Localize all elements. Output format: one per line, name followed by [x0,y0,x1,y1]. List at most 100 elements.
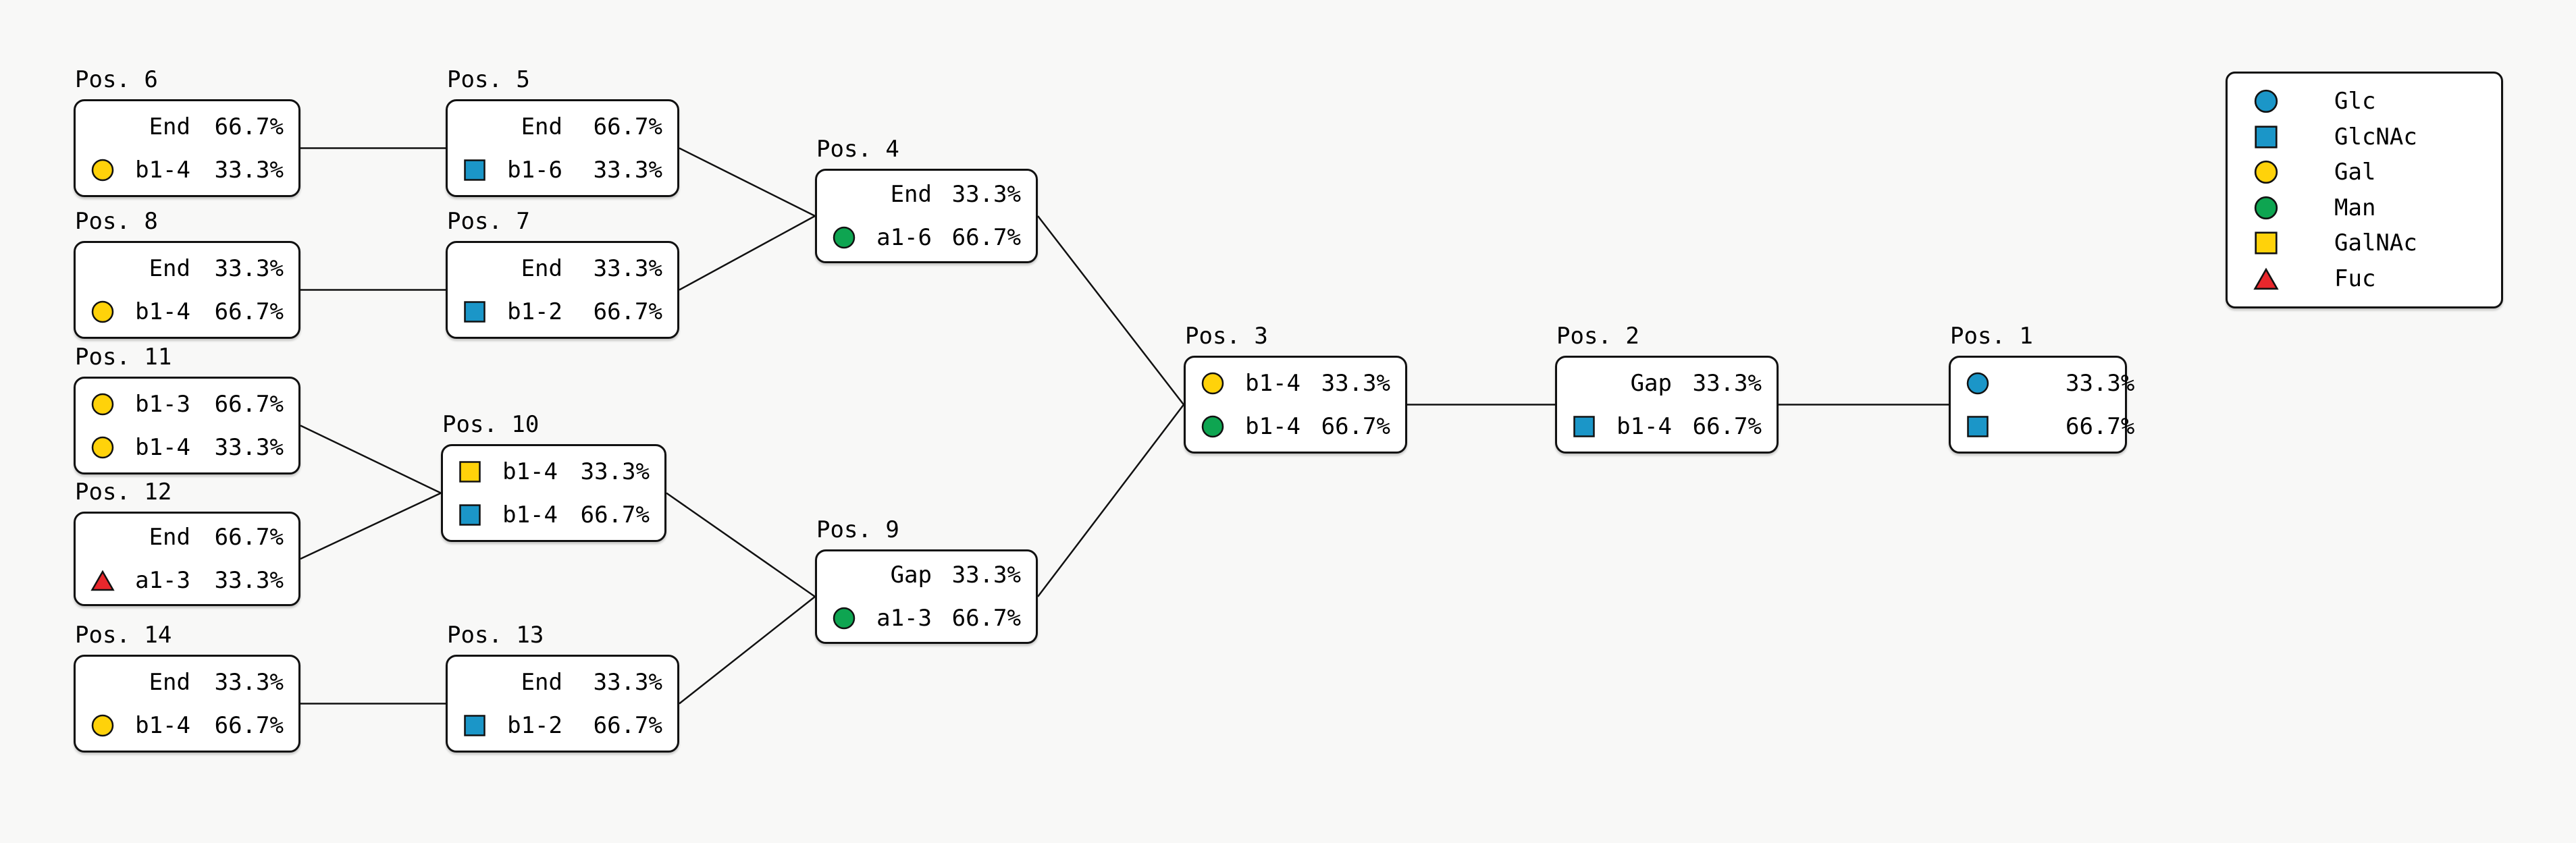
legend-label: Fuc [2334,265,2376,292]
percentage-label: 33.3% [951,562,1021,589]
percentage-label: 33.3% [593,254,662,282]
node-title-pos-14: Pos. 14 [75,622,172,649]
bond-label: End [521,113,562,140]
node-row: 66.7% [1966,409,2134,444]
glcnac-square-icon [1572,414,1596,439]
node-title-pos-8: Pos. 8 [75,208,158,235]
bond-label: b1-2 [507,711,562,739]
empty-icon-slot [832,563,856,587]
percentage-label: 66.7% [214,298,284,325]
legend-item-fuc: Fuc [2228,262,2501,296]
legend-label: Gal [2334,159,2376,186]
edge-line-pos13-pos9 [679,596,816,705]
bond-label: End [521,254,562,282]
bond-label: End [149,668,190,696]
man-circle-icon [832,225,856,250]
legend-item-glc: Glc [2228,84,2501,118]
percentage-label: 33.3% [214,433,284,461]
percentage-label: 66.7% [951,224,1021,251]
empty-icon-slot [463,670,487,695]
node-row: Gap 33.3% [1572,366,1762,401]
bond-label: b1-4 [135,711,190,739]
bond-label: Gap [890,562,932,589]
edge-line-pos10-pos9 [666,492,816,598]
percentage-label: 66.7% [214,524,284,551]
edge-line-pos7-pos4 [679,215,816,291]
glcnac-square-icon [1966,414,1990,439]
bond-label: End [521,668,562,696]
percentage-label: 33.3% [951,181,1021,208]
bond-label: b1-6 [507,156,562,184]
empty-icon-slot [832,182,856,207]
node-pos-1: 33.3%66.7% [1949,356,2134,454]
node-title-pos-12: Pos. 12 [75,479,172,506]
empty-icon-slot [90,525,115,549]
legend-label: Glc [2334,88,2376,115]
gal-circle-icon [90,713,115,738]
gal-circle-icon [1201,371,1225,396]
bond-label: a1-6 [876,224,932,251]
bond-label: b1-4 [502,458,558,485]
bond-label: b1-4 [1245,369,1300,397]
percentage-label: 33.3% [593,156,662,184]
legend-label: GlcNAc [2334,123,2417,151]
galnac-square-icon [458,460,482,484]
percentage-label: 33.3% [1321,369,1390,397]
bond-label: b1-2 [507,298,562,325]
edge-line-pos11-pos10 [300,425,442,494]
empty-icon-slot [90,670,115,695]
percentage-label: 66.7% [593,113,662,140]
node-row: b1-4 33.3% [1201,366,1390,401]
node-row: End 33.3% [463,251,662,286]
node-row: End 66.7% [463,109,662,144]
node-title-pos-5: Pos. 5 [447,66,530,93]
bond-label: Gap [1630,369,1672,397]
percentage-label: 33.3% [1692,369,1762,397]
node-row: a1-3 33.3% [90,563,284,598]
bond-label: a1-3 [135,567,190,594]
percentage-label: 66.7% [1692,412,1762,440]
node-title-pos-1: Pos. 1 [1950,323,2033,350]
legend-fuc-icon [2253,266,2279,292]
percentage-label: 33.3% [214,254,284,282]
percentage-label: 33.3% [214,567,284,594]
percentage-label: 33.3% [214,668,284,696]
percentage-label: 66.7% [214,390,284,418]
node-title-pos-7: Pos. 7 [447,208,530,235]
glc-circle-icon [1966,371,1990,396]
percentage-label: 66.7% [214,113,284,140]
legend-man-icon [2253,195,2279,221]
bond-label: a1-3 [876,605,932,632]
node-row: End 33.3% [90,665,284,700]
legend-item-gal: Gal [2228,155,2501,189]
node-title-pos-10: Pos. 10 [442,411,540,438]
legend-gal-icon [2253,159,2279,185]
gal-circle-icon [90,158,115,182]
legend-galnac-icon [2253,230,2279,256]
legend-item-galnac: GalNAc [2228,226,2501,260]
node-title-pos-2: Pos. 2 [1556,323,1639,350]
empty-icon-slot [90,256,115,281]
bond-label: b1-4 [1245,412,1300,440]
glcnac-square-icon [463,713,487,738]
glcnac-square-icon [458,503,482,527]
glcnac-square-icon [463,158,487,182]
